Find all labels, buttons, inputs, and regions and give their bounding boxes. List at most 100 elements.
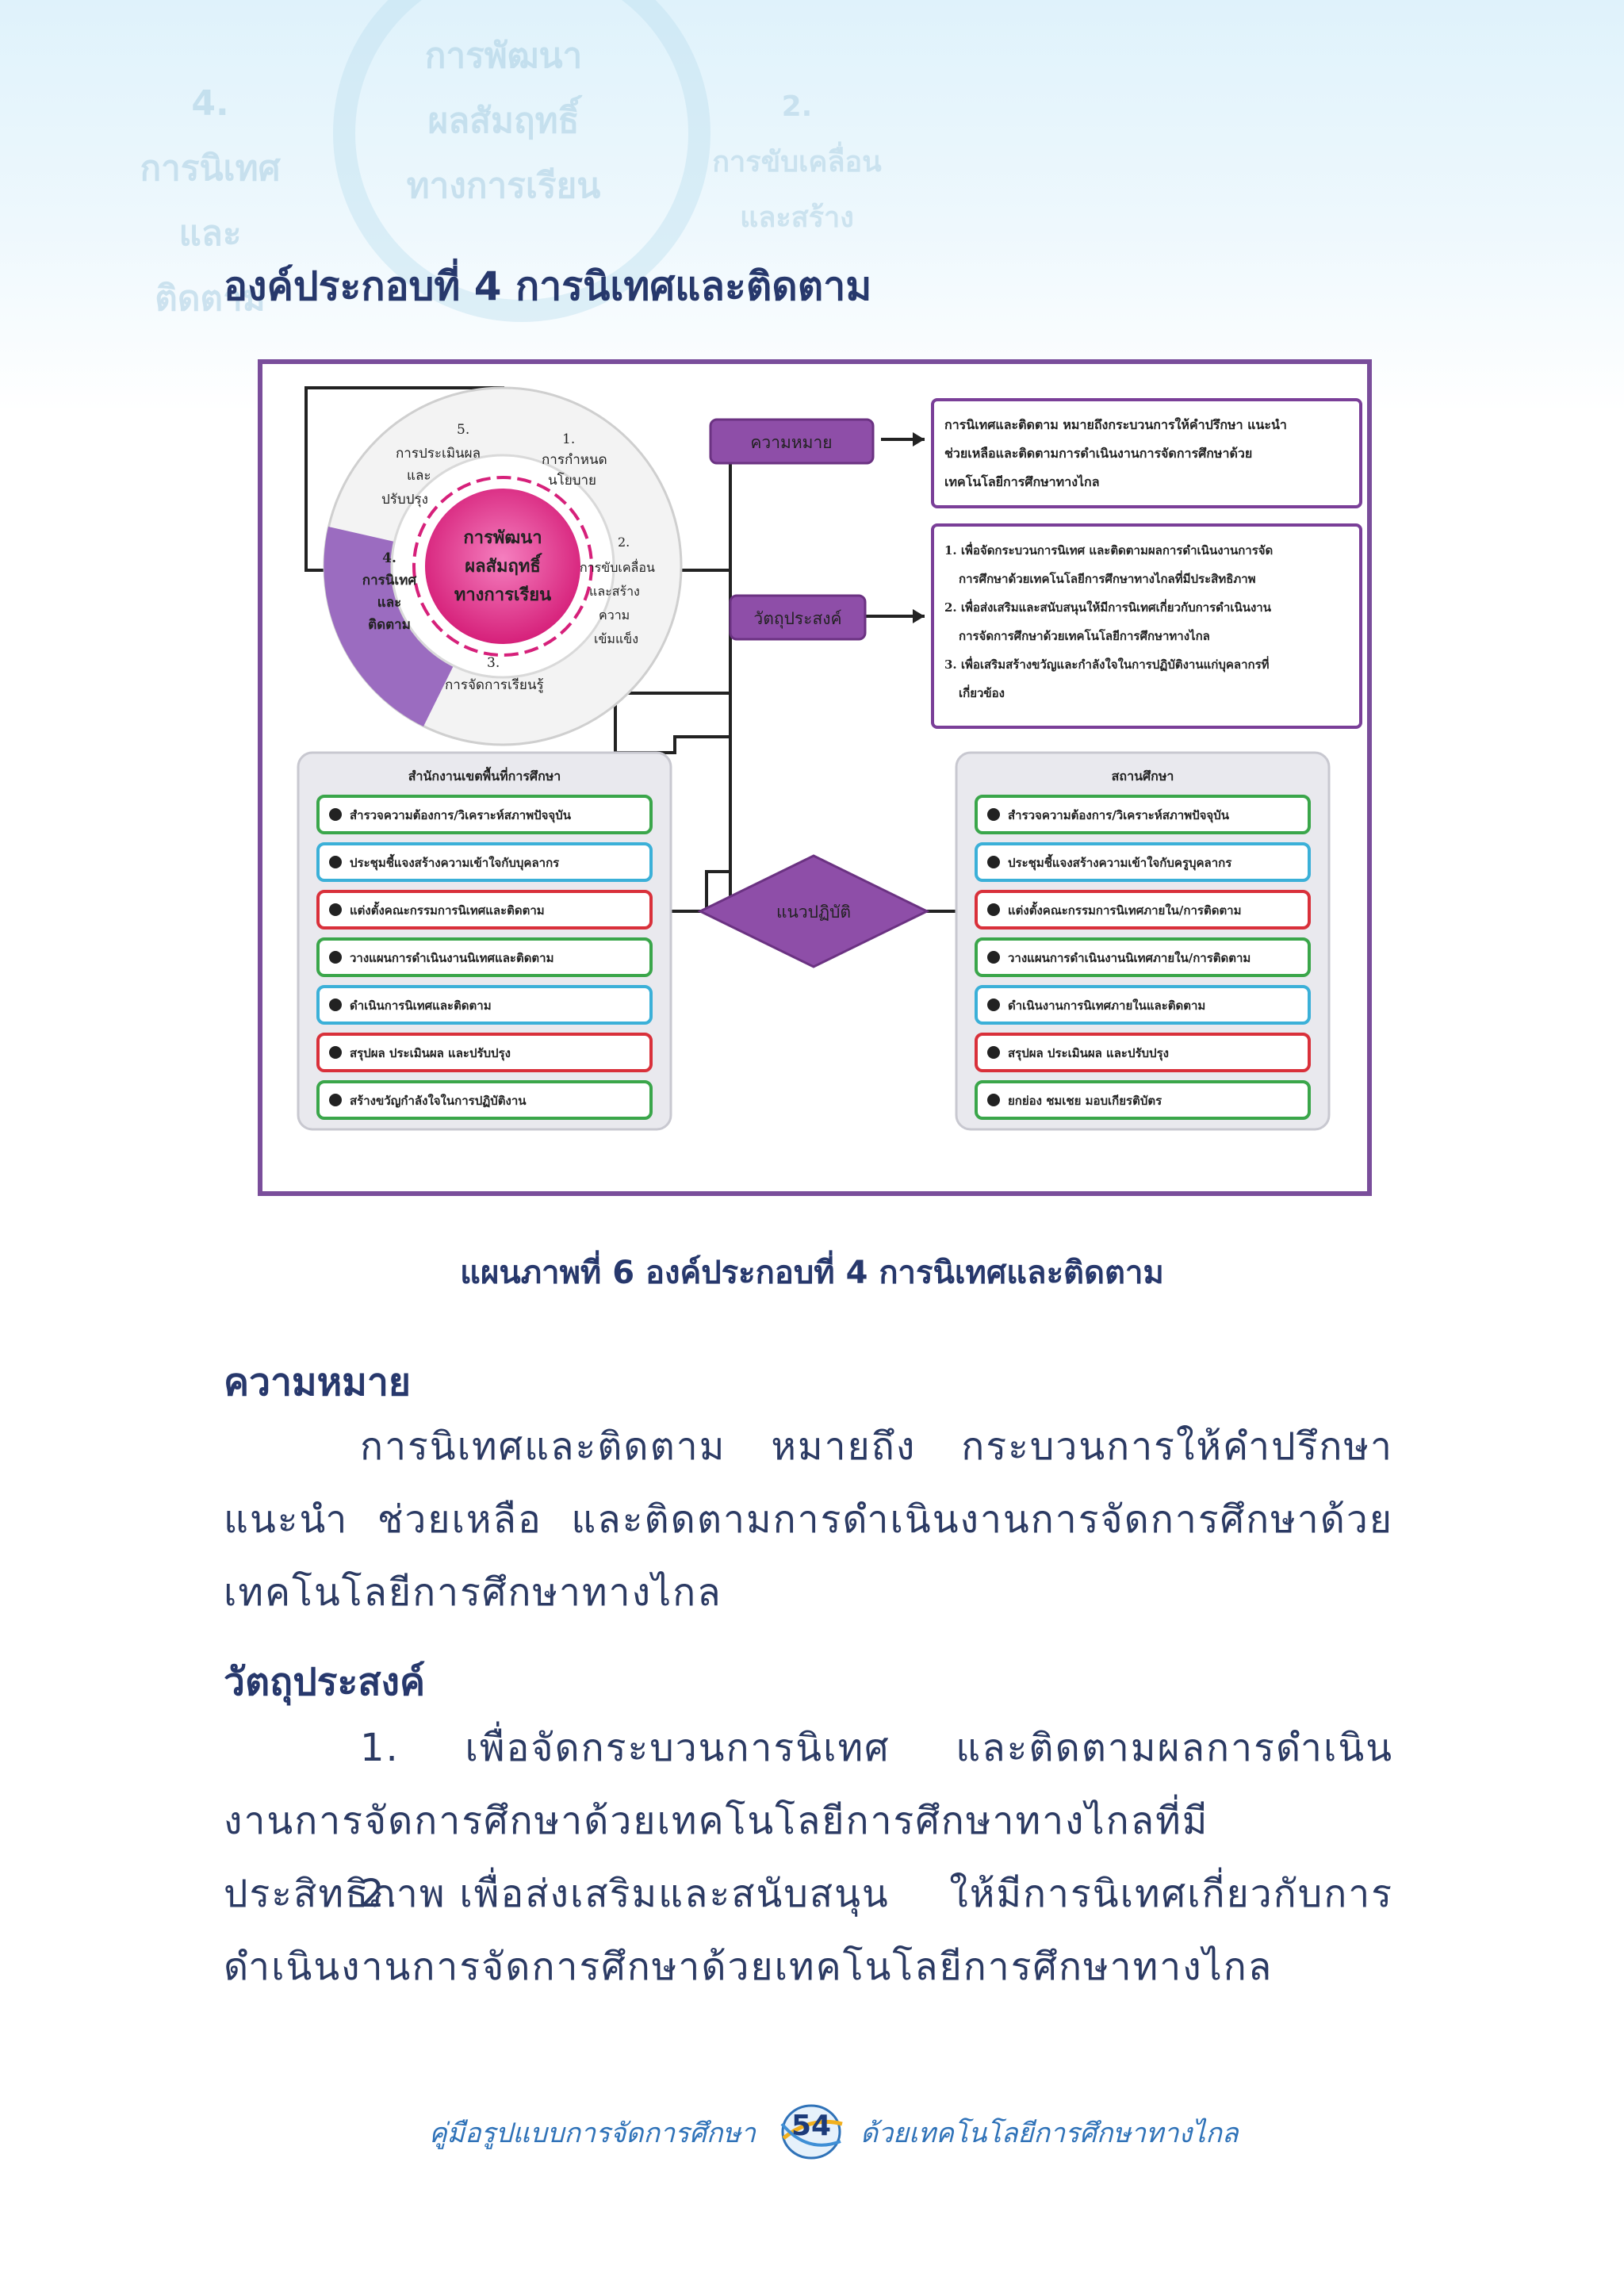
right-panel-title: สถานศึกษา [1112, 769, 1174, 784]
bg-line: การขับเคลื่อน [712, 146, 882, 178]
page-number-badge: 54 [776, 2100, 847, 2160]
bullet-icon [987, 999, 1000, 1011]
seg5-line: 5. [457, 422, 469, 438]
seg2-line: 2. [618, 535, 630, 550]
left-panel-item-label: สรุปผล ประเมินผล และปรับปรุง [350, 1046, 511, 1061]
meaning-box-line: เทคโนโลยีการศึกษาทางไกล [944, 473, 1100, 489]
background-right-text: 2. การขับเคลื่อน และสร้าง [698, 79, 896, 246]
right-panel-item-label: ยกย่อง ชมเชย มอบเกียรติบัตร [1008, 1094, 1162, 1108]
right-panel-item-label: สำรวจความต้องการ/วิเคราะห์สภาพปัจจุบัน [1008, 808, 1230, 823]
meaning-heading: ความหมาย [224, 1360, 412, 1405]
bullet-icon [329, 951, 342, 964]
bullet-icon [329, 808, 342, 821]
wheel-center-line: ทางการเรียน [454, 585, 551, 605]
footer-right-text: ด้วยเทคโนโลยีการศึกษาทางไกล [860, 2118, 1239, 2149]
diagram-figure: การพัฒนา ผลสัมฤทธิ์ ทางการเรียน 1. การกำ… [258, 359, 1372, 1196]
seg3-line: การจัดการเรียนรู้ [445, 677, 544, 693]
seg4-line: 4. [382, 550, 396, 566]
page-heading: องค์ประกอบที่ 4 การนิเทศและติดตาม [224, 263, 872, 309]
seg1-line: นโยบาย [548, 472, 596, 489]
wheel-center-line: ผลสัมฤทธิ์ [465, 553, 542, 577]
right-panel-item-box [975, 1080, 1311, 1120]
left-panel-item-box [316, 1033, 653, 1072]
seg2-line: และสร้าง [589, 584, 640, 599]
objective-box-line: 2. เพื่อส่งเสริมและสนับสนุนให้มีการนิเทศ… [944, 599, 1272, 615]
seg5-line: ปรับปรุง [381, 492, 428, 508]
right-panel-item-label: วางแผนการดำเนินงานนิเทศภายใน/การติดตาม [1008, 951, 1251, 965]
background-left-text: 4. การนิเทศ และ ติดตาม [119, 71, 301, 332]
objective-label-box [729, 594, 867, 641]
right-panel-item-box [975, 937, 1311, 977]
objective-box-line: 1. เพื่อจัดกระบวนการนิเทศ และติดตามผลการ… [944, 542, 1273, 558]
seg2-line: การขับเคลื่อน [580, 558, 655, 575]
objective-item-2: 2. เพื่อส่งเสริมและสนับสนุน ให้มีการนิเท… [224, 1872, 1393, 1989]
bullet-icon [329, 903, 342, 916]
bullet-icon [987, 1094, 1000, 1106]
objective-heading: วัตถุประสงค์ [224, 1660, 426, 1704]
right-panel-items: สำรวจความต้องการ/วิเคราะห์สภาพปัจจุบันปร… [975, 795, 1311, 1120]
seg5-line: การประเมินผล [396, 446, 481, 462]
seg2-line: ความ [599, 608, 630, 623]
guideline-diamond [697, 854, 930, 968]
bg-line: 2. [781, 90, 813, 123]
bg-line: การนิเทศ [140, 148, 281, 189]
seg4-line: การนิเทศ [362, 573, 418, 588]
bullet-icon [987, 903, 1000, 916]
left-panel-items: สำรวจความต้องการ/วิเคราะห์สภาพปัจจุบันปร… [316, 795, 653, 1120]
bullet-icon [329, 856, 342, 868]
seg4-line: และ [377, 595, 402, 611]
connector-objective [614, 692, 730, 754]
right-panel-item-label: แต่งตั้งคณะกรรมการนิเทศภายใน/การติดตาม [1008, 901, 1242, 918]
arrowhead [913, 609, 925, 623]
header-background [0, 0, 1624, 412]
bg-line: ติดตาม [155, 278, 266, 319]
bg-line: 4. [191, 83, 229, 124]
meaning-box [931, 398, 1362, 508]
bg-line: การพัฒนา [424, 36, 583, 76]
meaning-label: ความหมาย [750, 433, 832, 452]
right-panel-item-box [975, 985, 1311, 1025]
objective-box [931, 523, 1362, 729]
bullet-icon [987, 856, 1000, 868]
left-panel-item-box [316, 937, 653, 977]
right-panel-item-box [975, 890, 1311, 930]
figure-caption: แผนภาพที่ 6 องค์ประกอบที่ 4 การนิเทศและต… [460, 1255, 1164, 1291]
seg1-line: 1. [562, 431, 575, 447]
objective-item-1: 1. เพื่อจัดกระบวนการนิเทศ และติดตามผลการ… [224, 1726, 1393, 1916]
footer-left-text: คู่มือรูปแบบการจัดการศึกษา [428, 2118, 756, 2149]
left-panel-item-label: วางแผนการดำเนินงานนิเทศและติดตาม [350, 951, 553, 965]
page-number: 54 [791, 2110, 832, 2142]
right-panel-item-label: สรุปผล ประเมินผล และปรับปรุง [1008, 1046, 1169, 1061]
bg-line: และสร้าง [740, 201, 854, 234]
left-panel-item-label: สำรวจความต้องการ/วิเคราะห์สภาพปัจจุบัน [350, 808, 572, 823]
right-panel-item-label: ดำเนินงานการนิเทศภายในและติดตาม [1008, 999, 1205, 1013]
bg-line: ทางการเรียน [406, 166, 601, 206]
left-panel-item-box [316, 795, 653, 834]
objective-box-line: การจัดการศึกษาด้วยเทคโนโลยีการศึกษาทางไก… [959, 628, 1210, 643]
bullet-icon [987, 1046, 1000, 1059]
left-panel-item-box [316, 985, 653, 1025]
bullet-icon [329, 1046, 342, 1059]
arrowhead [913, 432, 925, 447]
bullet-icon [987, 951, 1000, 964]
right-panel-item-box [975, 1033, 1311, 1072]
right-panel-item-box [975, 795, 1311, 834]
objective-label: วัตถุประสงค์ [753, 609, 841, 629]
page-footer: คู่มือรูปแบบการจัดการศึกษา 54 ด้วยเทคโนโ… [0, 2100, 1624, 2164]
left-panel-item-label: ดำเนินการนิเทศและติดตาม [350, 999, 492, 1013]
diamond-label: แนวปฏิบัติ [776, 903, 851, 922]
left-panel-title: สำนักงานเขตพื้นที่การศึกษา [408, 766, 561, 784]
bg-line: และ [178, 213, 242, 254]
seg1-line: การกำหนด [542, 452, 607, 468]
process-wheel: การพัฒนา ผลสัมฤทธิ์ ทางการเรียน 1. การกำ… [323, 386, 683, 746]
globe-icon [780, 2104, 843, 2160]
left-panel-item-box [316, 890, 653, 930]
wheel-center [425, 489, 580, 644]
seg5-line: และ [407, 468, 431, 484]
meaning-box-line: ช่วยเหลือและติดตามการดำเนินงานการจัดการศ… [944, 446, 1252, 461]
bullet-icon [329, 999, 342, 1011]
seg3-line: 3. [487, 655, 500, 671]
meaning-label-box [709, 418, 875, 465]
left-panel-item-box [316, 1080, 653, 1120]
diagram-svg: การพัฒนา ผลสัมฤทธิ์ ทางการเรียน 1. การกำ… [297, 386, 1362, 1131]
